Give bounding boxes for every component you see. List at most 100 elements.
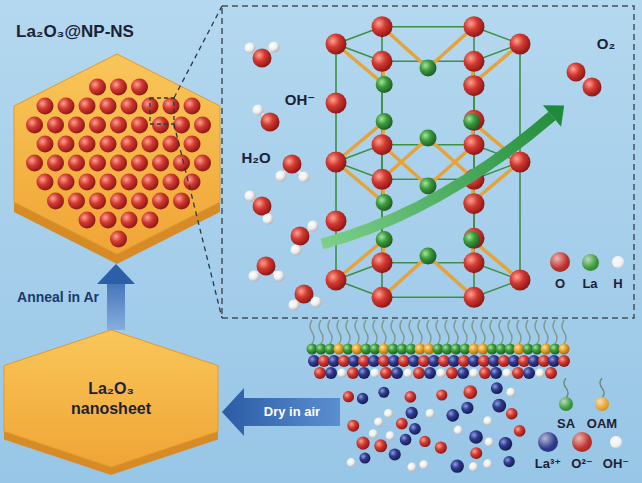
nanoparticle xyxy=(58,98,75,115)
zoom-leader xyxy=(174,6,222,98)
surfactant-tail xyxy=(508,320,512,344)
lanthanum-atom xyxy=(376,194,393,211)
ion xyxy=(457,367,469,379)
node-label: La₂O₃ nanosheet xyxy=(63,379,159,417)
surfactant-tail xyxy=(382,320,386,344)
hydrogen-atom xyxy=(249,271,260,282)
nanoparticle xyxy=(100,174,117,191)
oxygen-atom xyxy=(464,16,485,37)
ion xyxy=(503,456,514,467)
ion xyxy=(314,367,326,379)
surfactant-tail xyxy=(391,320,395,344)
surfactant-assembly xyxy=(307,320,571,473)
ion xyxy=(374,439,387,452)
legend-label: La³⁺ xyxy=(535,457,561,472)
surfactant-tail xyxy=(445,320,449,344)
ion xyxy=(378,387,389,398)
ion xyxy=(419,436,430,447)
oxygen-atom xyxy=(464,252,485,273)
tail-symbol xyxy=(596,378,608,398)
lanthanum-atom xyxy=(420,130,437,147)
lanthanum-atom xyxy=(376,76,393,93)
oxygen-atom xyxy=(510,152,531,173)
ion xyxy=(386,431,395,440)
nanoparticle xyxy=(110,79,127,96)
oxygen-atom xyxy=(257,257,276,276)
hydrogen-atom xyxy=(245,43,256,54)
surfactant-tail xyxy=(600,378,604,398)
oxygen-atom xyxy=(372,134,393,155)
surfactant-tail xyxy=(346,320,350,344)
hydrogen-atom xyxy=(253,105,264,116)
surfactant-tail xyxy=(418,320,422,344)
lanthanum-atom xyxy=(463,231,480,248)
nanoparticle xyxy=(68,117,85,134)
surfactant-tail xyxy=(310,320,314,344)
hydrogen-atom xyxy=(263,214,274,225)
ion xyxy=(426,409,435,418)
nanoparticle xyxy=(37,98,54,115)
oxygen-atom xyxy=(464,287,485,308)
nanoparticle xyxy=(173,155,190,172)
ion xyxy=(491,382,503,394)
nanoparticle xyxy=(110,193,127,210)
surfactant-tail xyxy=(328,320,332,344)
surfactant-tail xyxy=(553,320,557,344)
surfactant-tail xyxy=(472,320,476,344)
oxygen-atom xyxy=(464,193,485,214)
oxygen-atom xyxy=(326,270,347,291)
arrow-head xyxy=(97,264,135,284)
nanoparticle xyxy=(131,155,148,172)
ion xyxy=(523,367,535,379)
ion xyxy=(396,418,408,430)
ion xyxy=(404,369,413,378)
zoom-marker xyxy=(150,98,174,124)
lanthanum-atom xyxy=(376,113,393,130)
molecule-label: H₂O xyxy=(241,149,270,166)
ion xyxy=(463,385,477,399)
ion xyxy=(409,423,421,435)
oxygen-atom xyxy=(464,228,485,249)
ion xyxy=(469,462,478,471)
hexagon-face xyxy=(14,54,220,254)
oxygen-atom xyxy=(464,51,485,72)
legend-swatch xyxy=(595,397,609,411)
ion xyxy=(499,437,513,451)
legend-swatch xyxy=(538,432,558,452)
ion-label: OH⁻ xyxy=(285,91,315,108)
nanoparticle xyxy=(184,136,201,153)
ion xyxy=(357,393,368,404)
nanoparticle xyxy=(26,155,43,172)
oxygen-atom xyxy=(326,93,347,114)
edge-label-anchor: Anneal in Ar xyxy=(17,289,99,305)
ion xyxy=(369,429,378,438)
surfactant-tail xyxy=(481,320,485,344)
nanoparticle xyxy=(26,117,43,134)
surfactant-tail xyxy=(463,320,467,344)
ion xyxy=(419,460,428,469)
nanoparticle xyxy=(121,98,138,115)
legend-text-anchor: La³⁺ xyxy=(535,457,561,472)
hexagon-face xyxy=(4,330,218,467)
nanoparticle xyxy=(79,98,96,115)
surfactant-tail xyxy=(517,320,521,344)
ion xyxy=(470,447,482,459)
zoom-leader xyxy=(174,124,222,318)
ion xyxy=(536,369,545,378)
surfactant-tail xyxy=(562,320,566,344)
ion xyxy=(461,402,473,414)
ion xyxy=(391,367,403,379)
legend-text-anchor: SA xyxy=(557,417,575,432)
oxygen-atom xyxy=(372,287,393,308)
oxygen-atom xyxy=(583,78,602,97)
hydrogen-atom xyxy=(276,171,287,182)
hydrogen-atom xyxy=(311,297,322,308)
ion xyxy=(506,408,518,420)
legend-label: O²⁻ xyxy=(571,457,592,472)
nanoparticle xyxy=(163,174,180,191)
ion xyxy=(451,460,464,473)
nanoparticle xyxy=(142,174,159,191)
surfactant-tail xyxy=(564,378,568,398)
ion xyxy=(506,388,515,397)
ion xyxy=(479,367,491,379)
